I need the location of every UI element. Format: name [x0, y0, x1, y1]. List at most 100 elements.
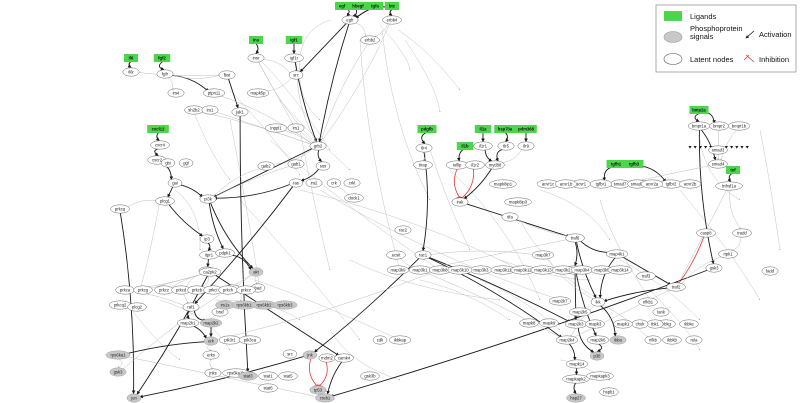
node-egfr[interactable]: egfr	[341, 15, 359, 25]
node-map3k10[interactable]: map3k10	[447, 265, 473, 275]
node-dock1[interactable]: dock1	[344, 193, 364, 203]
node-cxcr4[interactable]: cxcr4	[150, 140, 170, 150]
node-jnks[interactable]: jnks	[204, 368, 222, 378]
node-rps6kb2[interactable]: rps6kb2	[251, 300, 277, 310]
node-ikbkap[interactable]: ikbkap	[388, 335, 412, 345]
node-gab2[interactable]: gab2	[257, 161, 275, 171]
node-jak1[interactable]: jak1	[231, 107, 249, 117]
node-map3k1[interactable]: map3k1	[408, 265, 432, 275]
node-cdk[interactable]: cdk	[372, 335, 388, 345]
node-tirap[interactable]: tirap	[413, 160, 433, 170]
node-lbst[interactable]: lbst	[218, 70, 236, 80]
node-crkl[interactable]: crkl	[343, 178, 361, 188]
node-map3k5[interactable]: map3k5	[590, 265, 614, 275]
node-smad7[interactable]: smad7	[610, 179, 630, 189]
node-stat1[interactable]: stat1	[258, 371, 278, 381]
node-braf[interactable]: braf	[211, 307, 229, 317]
node-itpr1[interactable]: itpr1	[199, 250, 219, 260]
node-ikba[interactable]: ikba	[609, 335, 627, 345]
node-tnfrsf1a[interactable]: tnfrsf1a	[715, 181, 743, 191]
node-traf3[interactable]: traf3	[636, 271, 656, 281]
node-ca2pk[interactable]: ca2pk2	[198, 267, 222, 277]
node-map2k1[interactable]: map2k1	[176, 318, 200, 328]
node-fgfr[interactable]: fgfr	[156, 69, 174, 79]
node-tnf[interactable]: tnf	[726, 166, 740, 174]
node-insr[interactable]: insr	[247, 53, 265, 63]
node-map2k4[interactable]: map2k4	[555, 335, 579, 345]
node-nfkb1[interactable]: nfkb1	[638, 297, 658, 307]
node-hsp70[interactable]: hsp70a	[494, 125, 516, 133]
node-tgfa[interactable]: tgfa	[366, 2, 384, 10]
node-tlr5[interactable]: tlr5	[497, 141, 515, 151]
node-p38[interactable]: p38	[589, 351, 605, 361]
node-map2k7[interactable]: map2k7	[548, 296, 572, 306]
node-il1a[interactable]: il1a	[474, 125, 492, 133]
node-map2k3[interactable]: map2k3	[564, 319, 588, 329]
node-plcg1[interactable]: plcg1	[155, 196, 175, 206]
node-bmpr1a[interactable]: bmpr1a	[687, 121, 711, 131]
node-mapkapk2[interactable]: mapkapk2	[562, 374, 590, 384]
node-gai[interactable]: gai	[167, 178, 183, 188]
node-map3k8[interactable]: map3k8	[428, 265, 452, 275]
node-bmpr1b[interactable]: bmpr1b	[727, 121, 751, 131]
node-mapk9[interactable]: mapk9	[539, 318, 559, 328]
node-tifa[interactable]: tifa	[501, 212, 519, 222]
node-map3k13[interactable]: map3k13	[530, 265, 556, 275]
node-myd88[interactable]: myd88	[485, 160, 505, 170]
node-egf[interactable]: egf	[335, 2, 349, 10]
node-smad4[interactable]: smad4	[708, 159, 728, 169]
node-fadd[interactable]: fadd	[761, 266, 779, 276]
node-prkcq[interactable]: prkcq	[110, 204, 130, 214]
node-rps6kb3[interactable]: rps6kb3	[272, 300, 298, 310]
node-tlr9[interactable]: tlr9	[517, 141, 535, 151]
node-map4k[interactable]: map4k1	[605, 249, 629, 259]
node-acvr1b[interactable]: acvr1b	[554, 179, 578, 189]
node-map3k9[interactable]: map3k9	[386, 265, 410, 275]
node-chuk[interactable]: chuk	[631, 319, 649, 329]
node-crk[interactable]: crk	[326, 178, 342, 188]
node-inpp1[interactable]: inppl1	[264, 123, 288, 133]
node-mapk8[interactable]: mapk8	[519, 318, 539, 328]
node-mapk8ip[interactable]: mapk8ip1	[489, 179, 517, 189]
node-map3k2[interactable]: map3k2	[551, 265, 575, 275]
node-irs4[interactable]: irs4	[167, 88, 185, 98]
node-mdm2[interactable]: mdm2	[318, 353, 336, 363]
node-ip3[interactable]: ip3	[199, 234, 215, 244]
node-rps6kb1[interactable]: rps6kb1	[231, 300, 257, 310]
node-srcb[interactable]: src	[282, 349, 298, 359]
node-acvr2[interactable]: acvr2a	[640, 179, 664, 189]
node-stat5[interactable]: stat5	[278, 371, 298, 381]
node-acvr2b[interactable]: acvr2b	[678, 179, 702, 189]
node-grb2[interactable]: grb2	[309, 141, 327, 151]
node-rac1[interactable]: rac1	[414, 250, 432, 260]
node-gbi[interactable]: gbi	[160, 158, 176, 168]
node-nfkb[interactable]: nfkb	[644, 335, 662, 345]
node-tollip[interactable]: tollip	[445, 160, 469, 170]
node-irs1b[interactable]: irs1	[287, 123, 305, 133]
node-tank[interactable]: tank	[652, 307, 670, 317]
node-ecsit[interactable]: ecsit	[386, 250, 406, 260]
node-il1r1[interactable]: il1r1	[473, 141, 493, 151]
node-pik3r1[interactable]: pik3r1	[218, 335, 242, 345]
node-sh2b2[interactable]: sh2b2	[184, 105, 204, 115]
node-bmp2[interactable]: bmp2a	[689, 106, 709, 114]
node-erbb2[interactable]: erbb2	[360, 35, 380, 45]
node-il6r[interactable]: il6r	[122, 67, 140, 77]
node-pik3ca[interactable]: pik3ca	[238, 335, 262, 345]
node-mapk3[interactable]: mapk3	[585, 319, 605, 329]
node-irs1a[interactable]: irs1	[201, 105, 219, 115]
node-jnk[interactable]: jnk	[302, 350, 318, 360]
node-ppp[interactable]: pdm368	[515, 125, 537, 133]
node-bmpr2[interactable]: bmpr2	[709, 121, 729, 131]
node-igf1r[interactable]: igf1r	[284, 53, 304, 63]
node-ggi[interactable]: ggi	[178, 158, 194, 168]
node-map2k5[interactable]: map2k5	[568, 307, 592, 317]
node-il1r2[interactable]: il1r2	[465, 160, 485, 170]
node-traf2[interactable]: traf2	[666, 282, 686, 292]
node-map3k4[interactable]: map3k4	[570, 265, 594, 275]
node-map3k7[interactable]: map3k7	[531, 250, 555, 260]
node-pdpk1[interactable]: pdpk1	[215, 248, 235, 258]
node-ripk1[interactable]: ripk1	[718, 249, 738, 259]
node-mapk5[interactable]: mapk5p	[246, 88, 270, 98]
node-gsk3[interactable]: gsk3	[109, 367, 127, 377]
